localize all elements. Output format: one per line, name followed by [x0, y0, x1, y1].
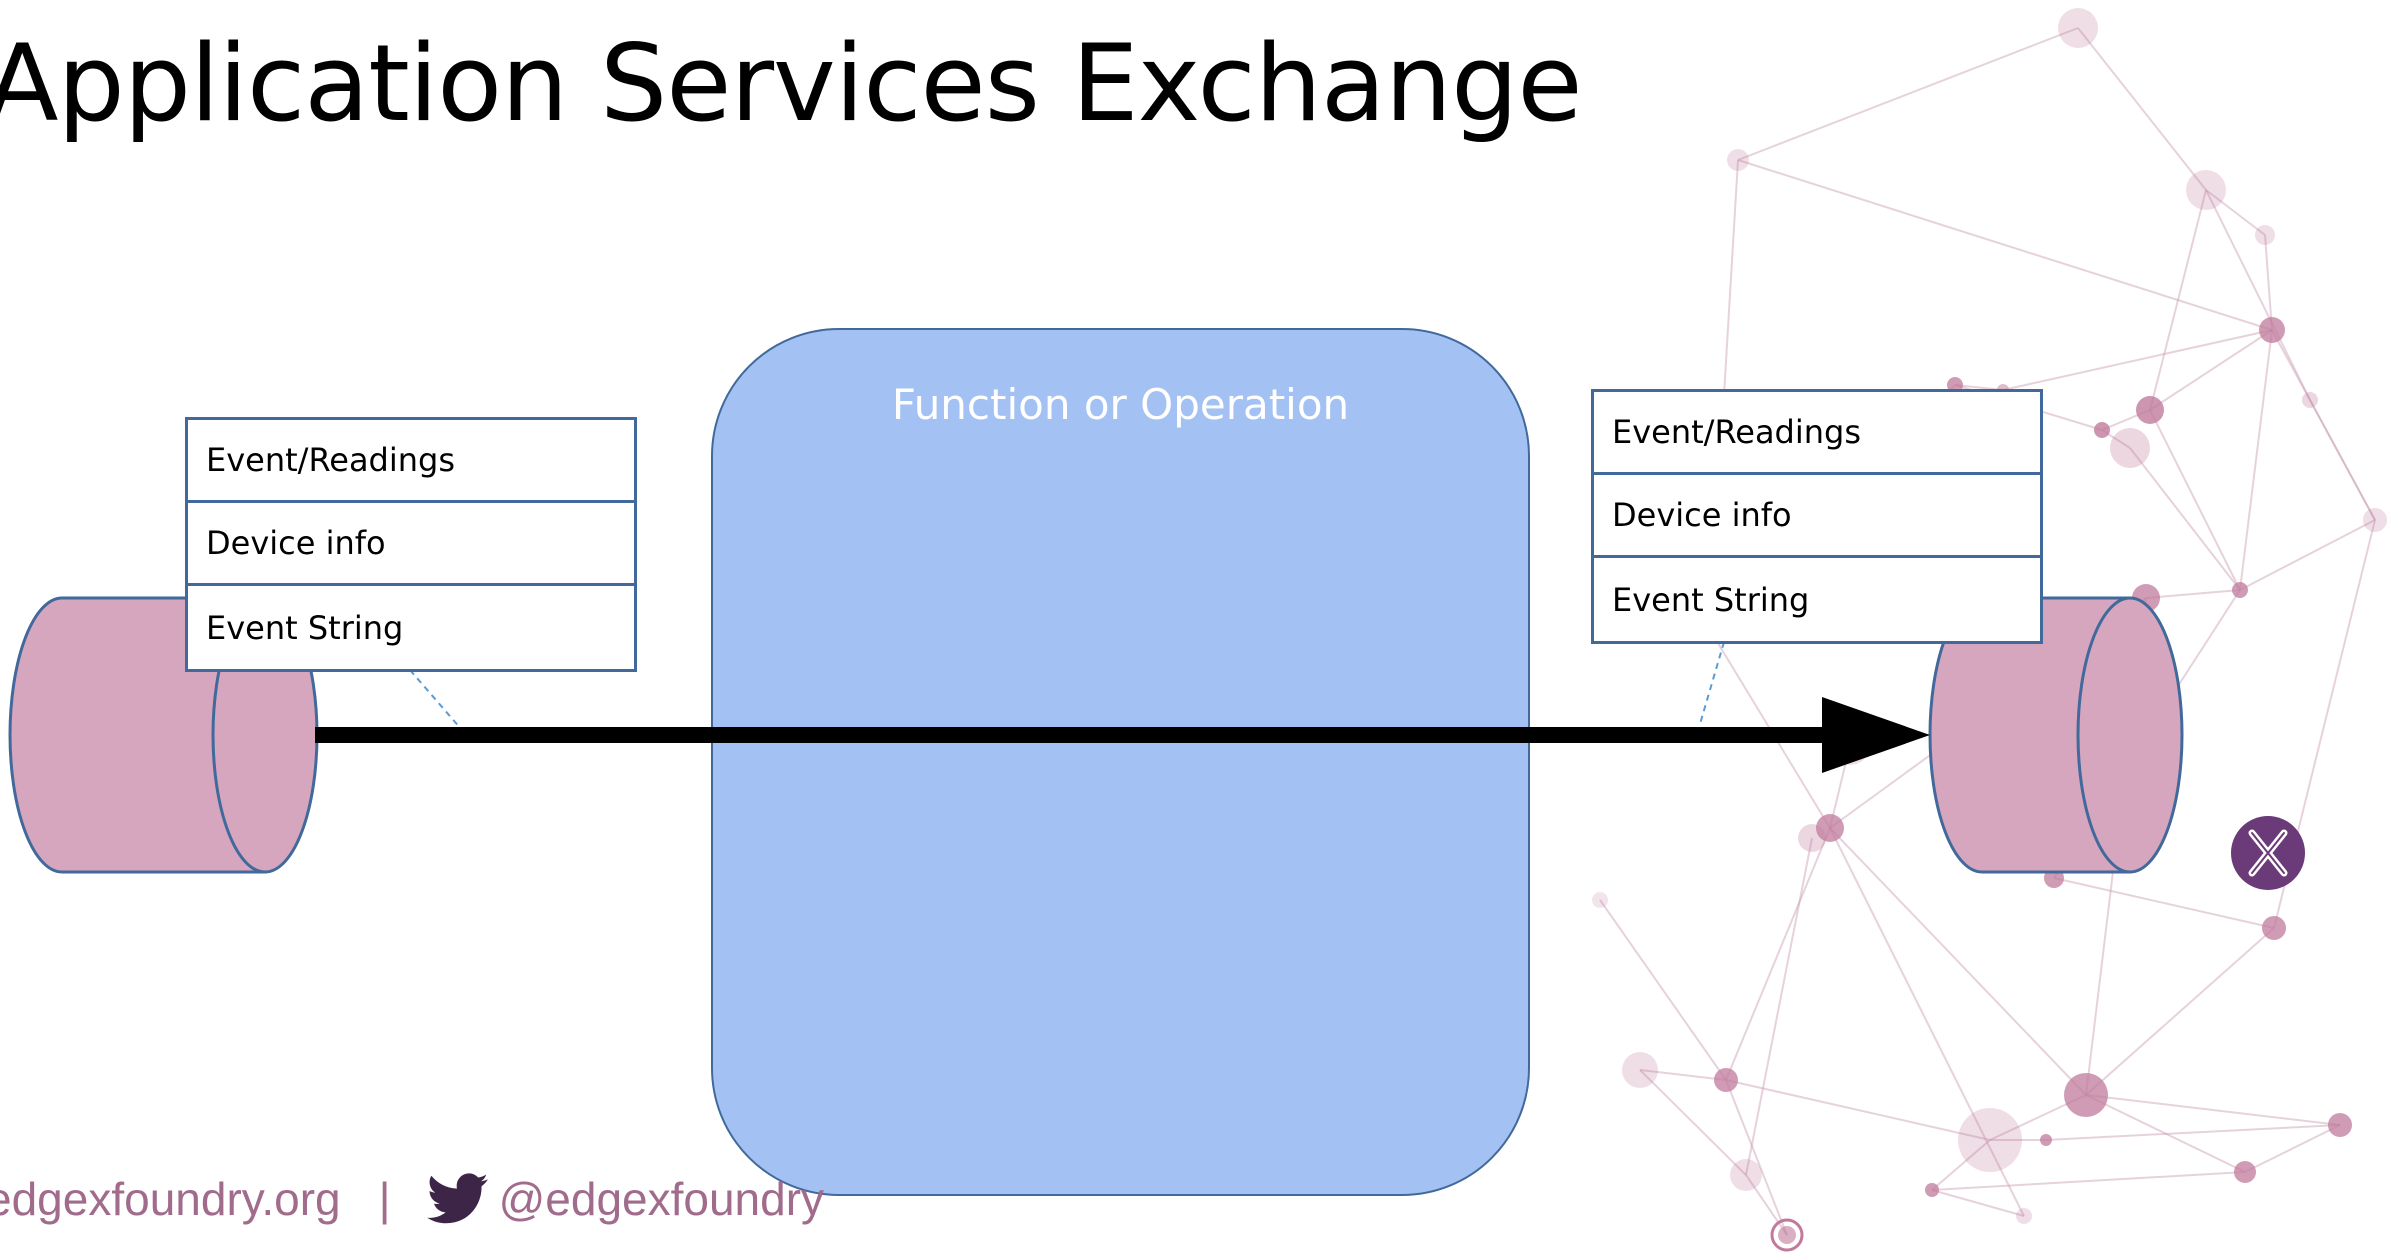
network-edge — [2271, 329, 2376, 521]
network-edge — [1745, 837, 1813, 1176]
network-node — [2094, 422, 2110, 438]
network-node — [1714, 1068, 1738, 1092]
network-edge — [2149, 409, 2241, 591]
network-edge — [2077, 27, 2207, 191]
network-edge — [2129, 447, 2241, 591]
network-node — [1592, 892, 1608, 908]
network-node — [1798, 824, 1826, 852]
network-node — [1958, 1108, 2022, 1172]
field-event-readings: Event/Readings — [1594, 392, 2040, 475]
network-edge — [2149, 189, 2207, 411]
footer-separator: | — [378, 1173, 391, 1225]
network-node — [2136, 396, 2164, 424]
right-message-fields: Event/Readings Device info Event String — [1591, 389, 2043, 644]
network-edge — [1931, 1139, 1991, 1191]
network-edge — [2264, 234, 2273, 331]
website-link[interactable]: edgexfoundry.org — [0, 1173, 341, 1225]
network-edge — [1599, 899, 1727, 1081]
network-edge — [1931, 1189, 2025, 1217]
network-node — [1778, 1226, 1796, 1244]
network-edge — [1725, 1079, 1788, 1236]
left-callout-connector — [409, 669, 469, 738]
network-edge — [2205, 189, 2266, 236]
network-edge — [2149, 329, 2273, 411]
field-device-info: Device info — [1594, 475, 2040, 558]
network-edge — [1639, 1069, 1747, 1176]
function-box: Function or Operation — [711, 328, 1530, 1196]
network-node — [1925, 1183, 1939, 1197]
field-event-readings: Event/Readings — [188, 420, 634, 503]
network-edge — [2002, 329, 2273, 391]
network-edge — [2045, 1124, 2341, 1141]
network-edge — [2145, 589, 2241, 599]
network-node — [2302, 392, 2318, 408]
page-title: Application Services Exchange — [0, 22, 1583, 145]
network-node — [2328, 1113, 2352, 1137]
network-edge — [2309, 399, 2376, 521]
network-edge — [1725, 1079, 1991, 1141]
network-node — [2110, 428, 2150, 468]
network-node — [1727, 149, 1749, 171]
network-node — [2186, 170, 2226, 210]
twitter-handle[interactable]: @edgexfoundry — [498, 1173, 825, 1225]
network-node — [2363, 508, 2387, 532]
network-edge — [1931, 1171, 2246, 1191]
network-node — [1770, 1218, 1804, 1252]
right-callout-connector — [1699, 641, 1725, 725]
network-edge — [1737, 159, 2273, 331]
network-edge — [2085, 1094, 2341, 1126]
network-node — [1622, 1052, 1658, 1088]
field-event-string: Event String — [1612, 580, 1810, 619]
network-node — [2064, 1073, 2108, 1117]
network-node — [2255, 225, 2275, 245]
network-node — [1730, 1159, 1762, 1191]
network-node — [2234, 1161, 2256, 1183]
twitter-bird-icon — [426, 1173, 488, 1224]
network-node — [2262, 916, 2286, 940]
network-edge — [1829, 827, 2087, 1096]
network-node — [2232, 582, 2248, 598]
field-device-info: Device info — [188, 503, 634, 586]
network-node — [1816, 814, 1844, 842]
network-edge — [2053, 877, 2275, 929]
field-event-string: Event String — [206, 608, 404, 647]
destination-queue-cylinder-icon — [1928, 596, 2184, 874]
arrow-head — [1822, 697, 1930, 773]
network-node — [2058, 8, 2098, 48]
network-edge — [2239, 519, 2376, 591]
network-edge — [1725, 827, 1831, 1081]
left-message-fields: Event/Readings Device info Event String — [185, 417, 637, 672]
network-edge — [1829, 827, 2025, 1217]
network-edge — [2244, 1124, 2341, 1173]
network-edge — [2239, 329, 2273, 591]
network-node — [2016, 1208, 2032, 1224]
network-edge — [2085, 1094, 2246, 1173]
network-node — [2259, 317, 2285, 343]
footer: edgexfoundry.org | @edgexfoundry — [0, 1164, 824, 1234]
network-edge — [1639, 1069, 1727, 1081]
network-edge — [1737, 27, 2079, 161]
edgex-x-logo-icon — [2231, 816, 2305, 890]
network-edge — [2205, 189, 2311, 401]
function-label: Function or Operation — [891, 380, 1350, 429]
network-edge — [1745, 1174, 1788, 1236]
network-node — [2040, 1134, 2052, 1146]
network-edge — [2085, 927, 2275, 1096]
